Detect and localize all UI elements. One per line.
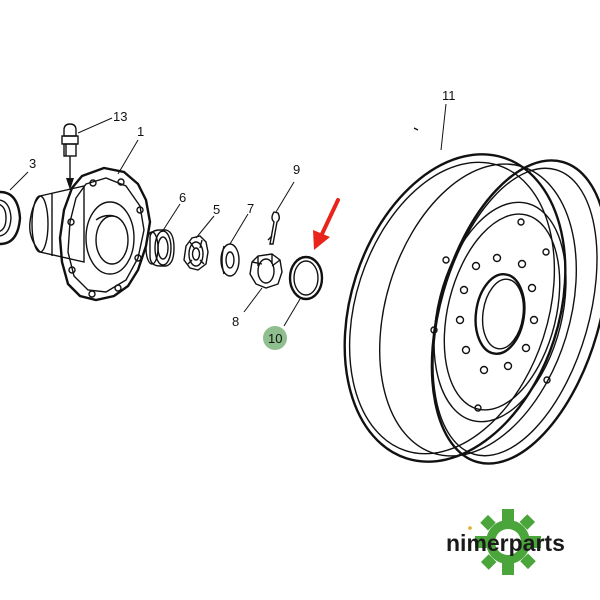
- part-5-bearing-cone: [183, 235, 209, 271]
- part-9-cotter-pin: [267, 211, 280, 245]
- gear-icon: [468, 509, 541, 575]
- brand-name: nimerparts: [446, 530, 565, 556]
- part-11-wheel-rim: [343, 127, 600, 465]
- watermark-logo: nimerparts: [446, 509, 565, 575]
- part-10-o-ring: [288, 255, 324, 301]
- label-part-7: 7: [247, 201, 254, 216]
- label-part-13: 13: [113, 109, 127, 124]
- part-7-washer: [220, 243, 240, 277]
- label-part-10: 10: [268, 331, 282, 346]
- label-part-8: 8: [232, 314, 239, 329]
- label-part-1: 1: [137, 124, 144, 139]
- part-1-hub: [29, 166, 152, 302]
- part-8-castle-nut: [249, 253, 283, 289]
- label-part-3: 3: [29, 156, 36, 171]
- part-6-bearing-cup: [145, 229, 175, 267]
- red-arrow-icon: [313, 198, 340, 250]
- part-labels: 13 1 3 6 5 7 9 8 10 11: [29, 88, 456, 346]
- part-13-grease-nipple: [61, 123, 79, 190]
- highlight-marker: [263, 326, 287, 350]
- leader-lines: [9, 103, 447, 327]
- label-part-6: 6: [179, 190, 186, 205]
- label-part-5: 5: [213, 202, 220, 217]
- part-3-seal: [0, 190, 22, 246]
- label-part-11: 11: [442, 88, 456, 103]
- label-part-9: 9: [293, 162, 300, 177]
